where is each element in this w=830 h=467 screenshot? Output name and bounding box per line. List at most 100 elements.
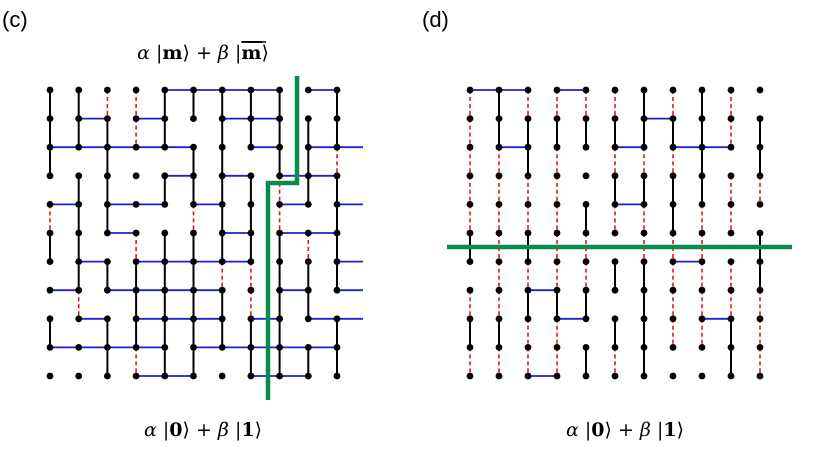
lattice-vertex (75, 172, 83, 180)
lattice-vertex (104, 286, 111, 294)
lattice-vertex (640, 372, 648, 380)
lattice-vertex (132, 372, 140, 380)
lattice-vertex (75, 344, 83, 351)
lattice-vertex (247, 315, 255, 323)
lattice-vertex (727, 315, 735, 323)
lattice-vertex (247, 172, 255, 180)
lattice-vertex (304, 344, 312, 351)
lattice-vertex (495, 86, 503, 94)
lattice-vertex (640, 115, 648, 122)
lattice-vertex (247, 115, 255, 122)
lattice-vertex (104, 201, 111, 208)
lattice-vertex (698, 229, 706, 237)
alpha-symbol: α (137, 42, 150, 64)
lattice-vertex (553, 143, 561, 151)
lattice-vertex (218, 86, 226, 94)
lattice-vertex (190, 258, 197, 265)
lattice-vertex (727, 344, 735, 351)
lattice-vertex (524, 344, 532, 351)
lattice-vertex (304, 172, 312, 180)
lattice-vertex (276, 201, 283, 208)
lattice-vertex (756, 286, 764, 294)
lattice-vertex (611, 229, 619, 237)
lattice-vertex (669, 229, 677, 237)
panel-label-c: (c) (2, 7, 28, 32)
lattice-vertex (276, 286, 283, 294)
lattice-vertex (611, 115, 619, 122)
alpha-symbol: α (566, 419, 579, 441)
lattice-vertex (333, 372, 341, 380)
lattice-vertex (582, 143, 590, 151)
lattice-vertex (304, 286, 312, 294)
lattice-vertex (640, 315, 648, 323)
lattice-vertex (669, 286, 677, 294)
lattice-vertex (276, 372, 283, 380)
plus-sign: + (196, 419, 212, 441)
lattice-vertex (333, 143, 341, 151)
lattice-vertex (698, 86, 706, 94)
lattice-vertex (304, 201, 312, 208)
lattice-vertex (553, 172, 561, 180)
lattice-vertex (495, 115, 503, 122)
lattice-vertex (276, 344, 283, 351)
lattice-vertex (698, 115, 706, 122)
lattice-vertex (333, 201, 341, 208)
lattice-vertex (218, 372, 226, 380)
lattice-vertex (247, 286, 255, 294)
lattice-vertex (495, 315, 503, 323)
lattice-vertex (524, 115, 532, 122)
lattice-vertex (190, 115, 197, 122)
lattice-vertex (582, 258, 590, 265)
lattice-vertex (582, 286, 590, 294)
plus-sign: + (618, 419, 634, 441)
lattice-vertex (698, 372, 706, 380)
lattice-vertex (756, 258, 764, 265)
lattice-vertex (190, 143, 197, 151)
lattice-vertex (524, 143, 532, 151)
lattice-vertex (727, 286, 735, 294)
lattice-vertex (132, 286, 140, 294)
lattice-vertex (756, 143, 764, 151)
lattice-vertex (553, 372, 561, 380)
lattice-vertex (553, 258, 561, 265)
lattice-vertex (669, 115, 677, 122)
lattice-vertex (333, 115, 341, 122)
ket-m: m (162, 42, 182, 64)
lattice-vertex (104, 315, 111, 323)
lattice-panel-d (447, 86, 792, 380)
lattice-vertex (304, 315, 312, 323)
lattice-vertex (669, 143, 677, 151)
lattice-vertex (524, 229, 532, 237)
lattice-vertex (466, 172, 474, 180)
lattice-vertex (75, 201, 83, 208)
lattice-vertex (75, 115, 83, 122)
lattice-vertex (218, 344, 226, 351)
lattice-vertex (727, 172, 735, 180)
lattice-vertex (611, 172, 619, 180)
lattice-vertex (132, 229, 140, 237)
lattice-vertex (190, 372, 197, 380)
lattice-vertex (104, 143, 111, 151)
lattice-vertex (466, 372, 474, 380)
lattice-vertex (276, 258, 283, 265)
lattice-vertex (553, 229, 561, 237)
lattice-vertex (161, 372, 169, 380)
lattice-vertex (161, 172, 169, 180)
lattice-vertex (640, 258, 648, 265)
lattice-vertex (161, 201, 169, 208)
lattice-vertex (161, 286, 169, 294)
lattice-vertex (640, 286, 648, 294)
lattice-vertex (218, 286, 226, 294)
lattice-vertex (553, 315, 561, 323)
lattice-panel-c (46, 76, 363, 400)
lattice-vertex (304, 86, 312, 94)
lattice-vertex (104, 344, 111, 351)
lattice-vertex (304, 143, 312, 151)
lattice-vertex (640, 86, 648, 94)
lattice-vertex (524, 372, 532, 380)
lattice-vertex (161, 229, 169, 237)
lattice-vertex (304, 258, 312, 265)
lattice-vertex (553, 201, 561, 208)
lattice-vertex (611, 286, 619, 294)
lattice-vertex (669, 344, 677, 351)
